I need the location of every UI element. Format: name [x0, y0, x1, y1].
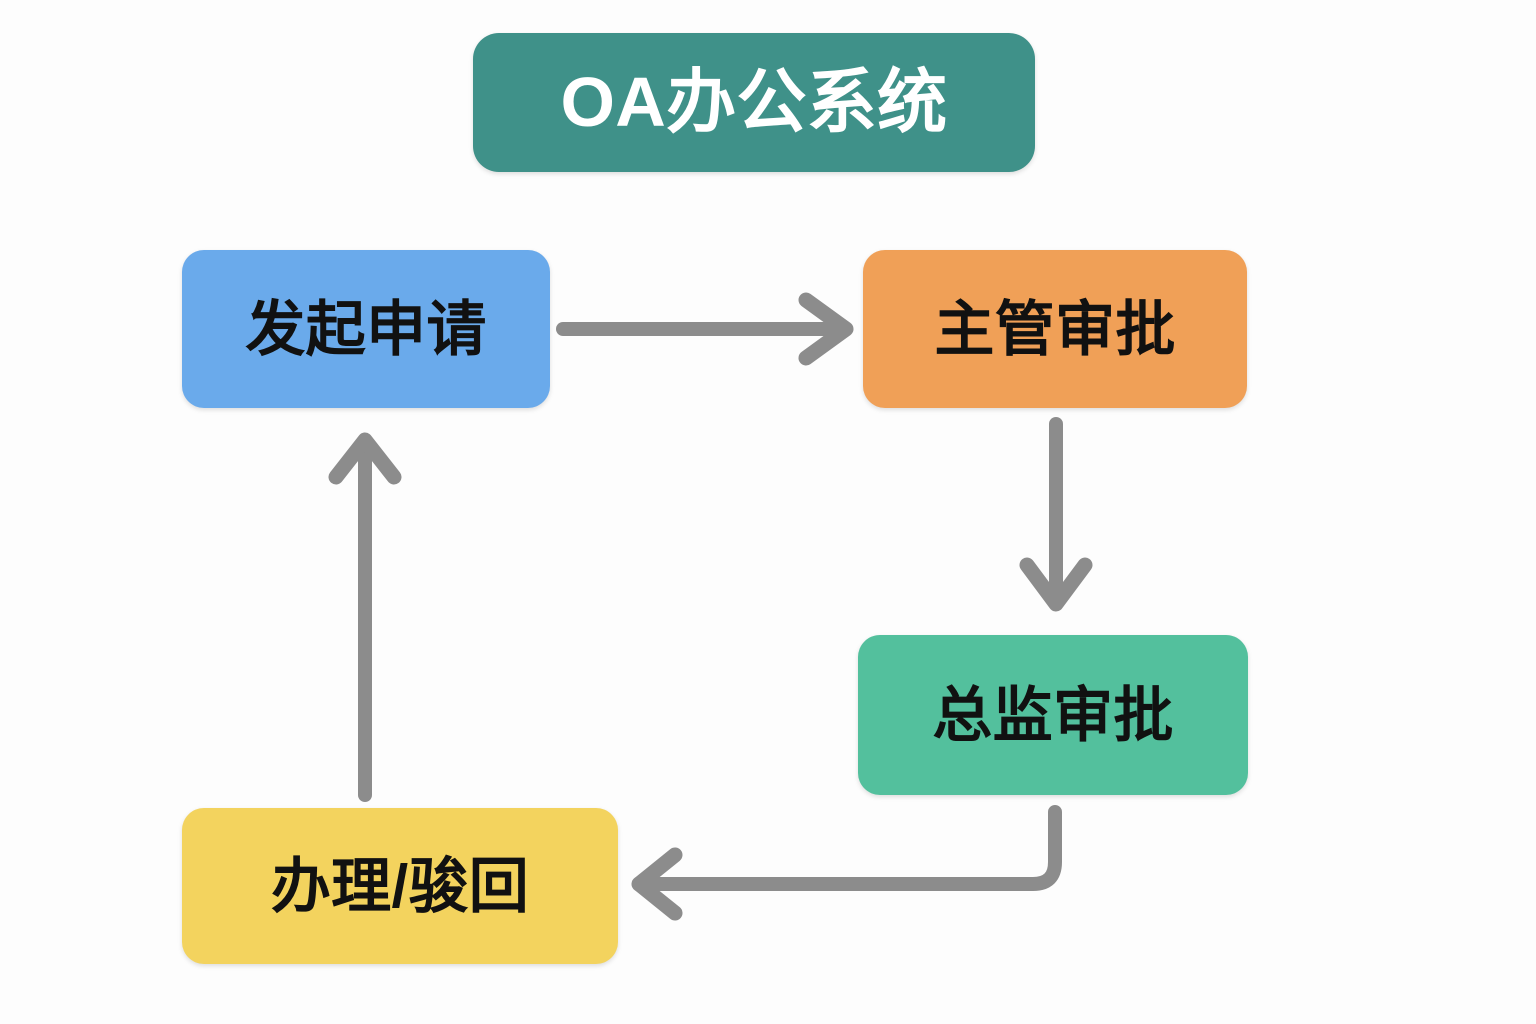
edge-handle-to-submit-icon — [328, 432, 402, 802]
page-title: OA办公系统 — [560, 62, 948, 141]
node-submit-application[interactable]: 发起申请 — [182, 250, 550, 408]
node-director-approval[interactable]: 总监审批 — [858, 635, 1248, 795]
node-director-approval-label: 总监审批 — [932, 681, 1174, 749]
edge-submit-to-supervisor-icon — [556, 292, 854, 366]
node-handle-or-reject[interactable]: 办理/骏回 — [182, 808, 618, 964]
node-handle-or-reject-label: 办理/骏回 — [270, 852, 530, 920]
diagram-title-banner: OA办公系统 — [473, 33, 1035, 172]
node-supervisor-approval-label: 主管审批 — [934, 295, 1176, 363]
node-supervisor-approval[interactable]: 主管审批 — [863, 250, 1247, 408]
edge-director-to-handle-icon — [631, 805, 1062, 921]
edge-supervisor-to-director-icon — [1019, 417, 1093, 612]
node-submit-application-label: 发起申请 — [245, 295, 487, 363]
